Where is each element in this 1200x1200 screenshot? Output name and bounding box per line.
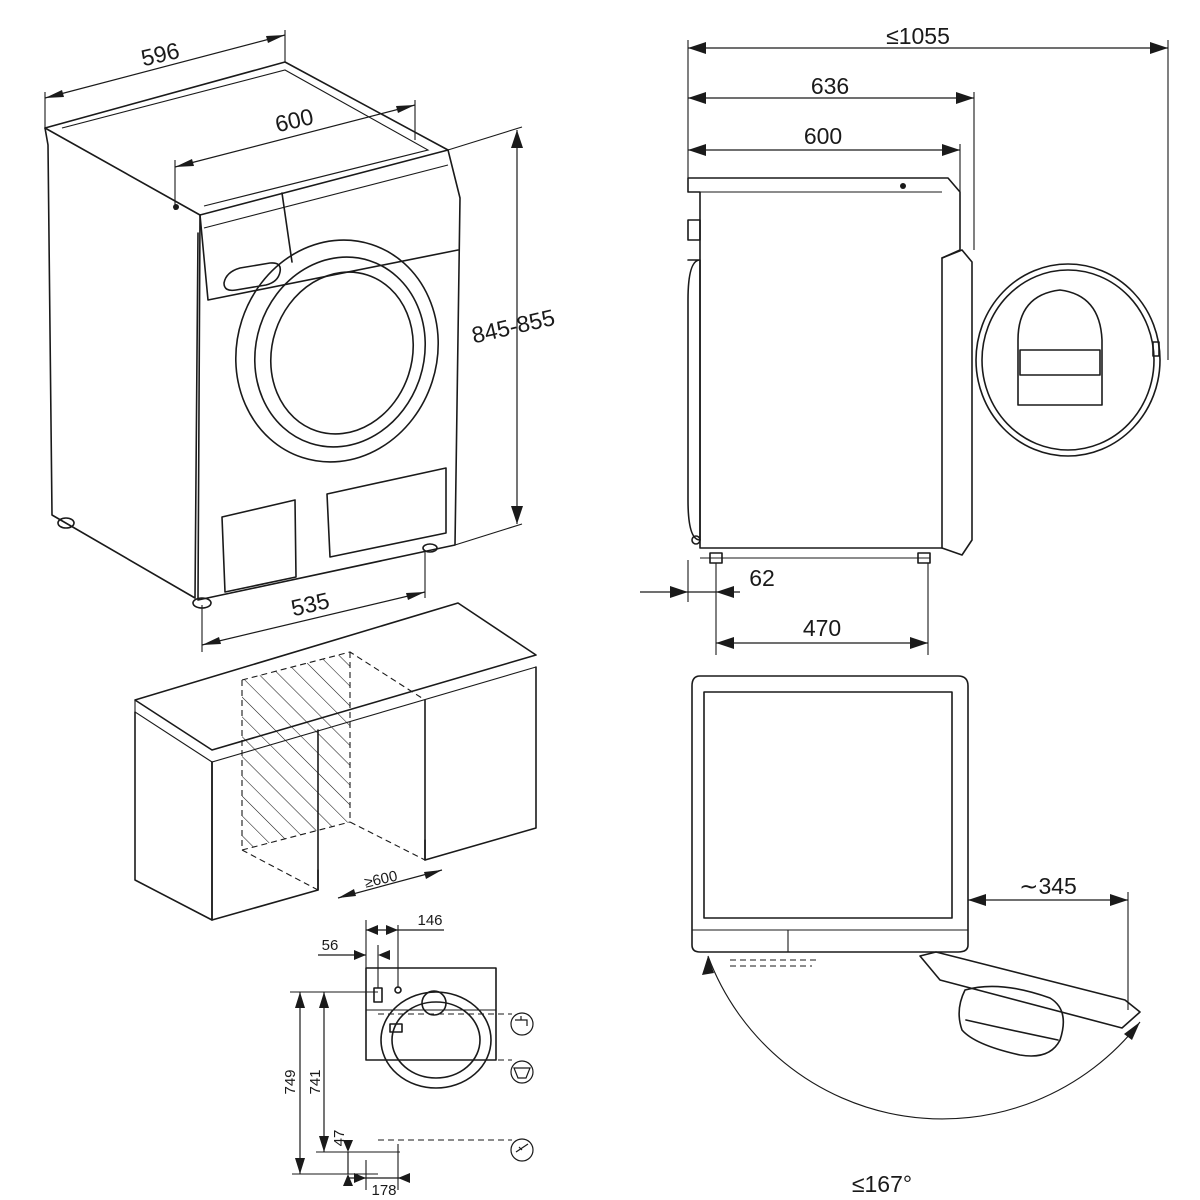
dim-door-swing-345-label: ∼345 <box>1019 873 1077 899</box>
dim-niche-min-label: ≥600 <box>363 868 399 892</box>
drain-icon <box>510 1060 534 1084</box>
connections-front-view: 749 741 47 56 146 178 <box>282 912 534 1199</box>
dim-178-label: 178 <box>371 1182 396 1199</box>
tap-icon <box>510 1012 534 1036</box>
niche-installation-view: ≥600 <box>134 602 537 921</box>
dim-146-label: 146 <box>417 912 442 929</box>
dim-height-label: 845-855 <box>469 304 557 348</box>
side-view: ≤1055 636 600 62 470 <box>640 23 1169 655</box>
dim-741-label: 741 <box>307 1069 324 1094</box>
dim-width-596-label: 596 <box>139 37 182 71</box>
dim-56-label: 56 <box>322 937 339 954</box>
dim-door-angle-label: ≤167° <box>852 1171 912 1197</box>
dim-max-depth-label: ≤1055 <box>886 23 950 49</box>
front-perspective-view: 596 600 845-855 535 <box>44 30 557 652</box>
dim-depth-600-side-label: 600 <box>804 123 842 149</box>
power-plug-icon <box>510 1138 534 1162</box>
dim-749-label: 749 <box>282 1069 299 1094</box>
dim-47-label: 47 <box>331 1130 348 1147</box>
top-view-door-swing: ≤167° ∼345 <box>691 675 1141 1197</box>
dim-depth-636-label: 636 <box>811 73 849 99</box>
dim-feet-470-label: 470 <box>803 615 841 641</box>
dim-foot-62-label: 62 <box>749 565 775 591</box>
